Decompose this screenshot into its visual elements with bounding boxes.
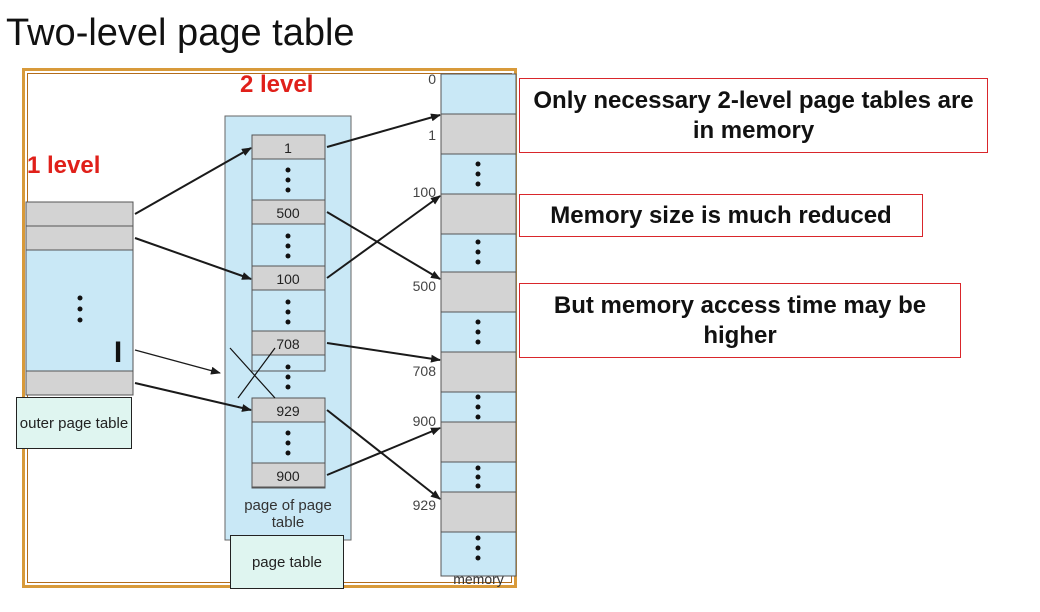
pt-entry-label: 500 xyxy=(276,205,300,221)
memory-caption: memory xyxy=(453,571,504,587)
outer-entry xyxy=(25,370,134,396)
level2-label: 2 level xyxy=(240,71,314,98)
pt-entry-label: 708 xyxy=(276,336,300,352)
pt-entry xyxy=(251,397,326,423)
pt-entry xyxy=(251,462,326,488)
pt-entry xyxy=(251,265,326,291)
pt-entry xyxy=(251,330,326,356)
memory-frame xyxy=(440,491,517,533)
memory-marker: 500 xyxy=(413,278,437,294)
memory-frame xyxy=(440,271,517,313)
ellipsis-dots xyxy=(475,161,481,561)
pt-entry-label: 1 xyxy=(284,140,292,156)
ellipsis-dots xyxy=(285,167,291,456)
outer-entry xyxy=(25,225,134,251)
memory-frame xyxy=(440,193,517,235)
ellipsis-dots xyxy=(77,295,83,323)
outer-page-table-caption: outer page table xyxy=(16,397,132,449)
pt-entry xyxy=(251,134,326,160)
outer-page-table xyxy=(25,201,134,396)
memory-marker: 1 xyxy=(428,127,436,143)
memory-column: 0 1 100 500 708 900 929 xyxy=(413,71,517,577)
page-table-column: 1 500 100 708 929 900 xyxy=(229,134,326,489)
outer-entry xyxy=(25,201,134,227)
callout-memory-size: Memory size is much reduced xyxy=(519,194,923,237)
memory-frame xyxy=(440,421,517,463)
memory-marker: 0 xyxy=(428,71,436,87)
level1-label: 1 level xyxy=(27,152,101,179)
page-title: Two-level page table xyxy=(6,12,355,54)
memory-marker: 900 xyxy=(413,413,437,429)
text-cursor-icon: I xyxy=(114,336,122,369)
memory-marker: 100 xyxy=(413,184,437,200)
pt-entry-label: 100 xyxy=(276,271,300,287)
page-of-page-table-caption: page of page table xyxy=(244,497,332,531)
pt-entry xyxy=(251,199,326,225)
memory-frame xyxy=(440,113,517,155)
pt-entry-label: 900 xyxy=(276,468,300,484)
memory-marker: 929 xyxy=(413,497,437,513)
pointer-arrows xyxy=(134,113,441,500)
callout-necessary-tables: Only necessary 2-level page tables are i… xyxy=(519,78,988,153)
memory-frame xyxy=(440,351,517,393)
callout-access-time: But memory access time may be higher xyxy=(519,283,961,358)
memory-marker: 708 xyxy=(413,363,437,379)
page-table-caption: page table xyxy=(230,535,344,589)
pt-entry-label: 929 xyxy=(276,403,300,419)
